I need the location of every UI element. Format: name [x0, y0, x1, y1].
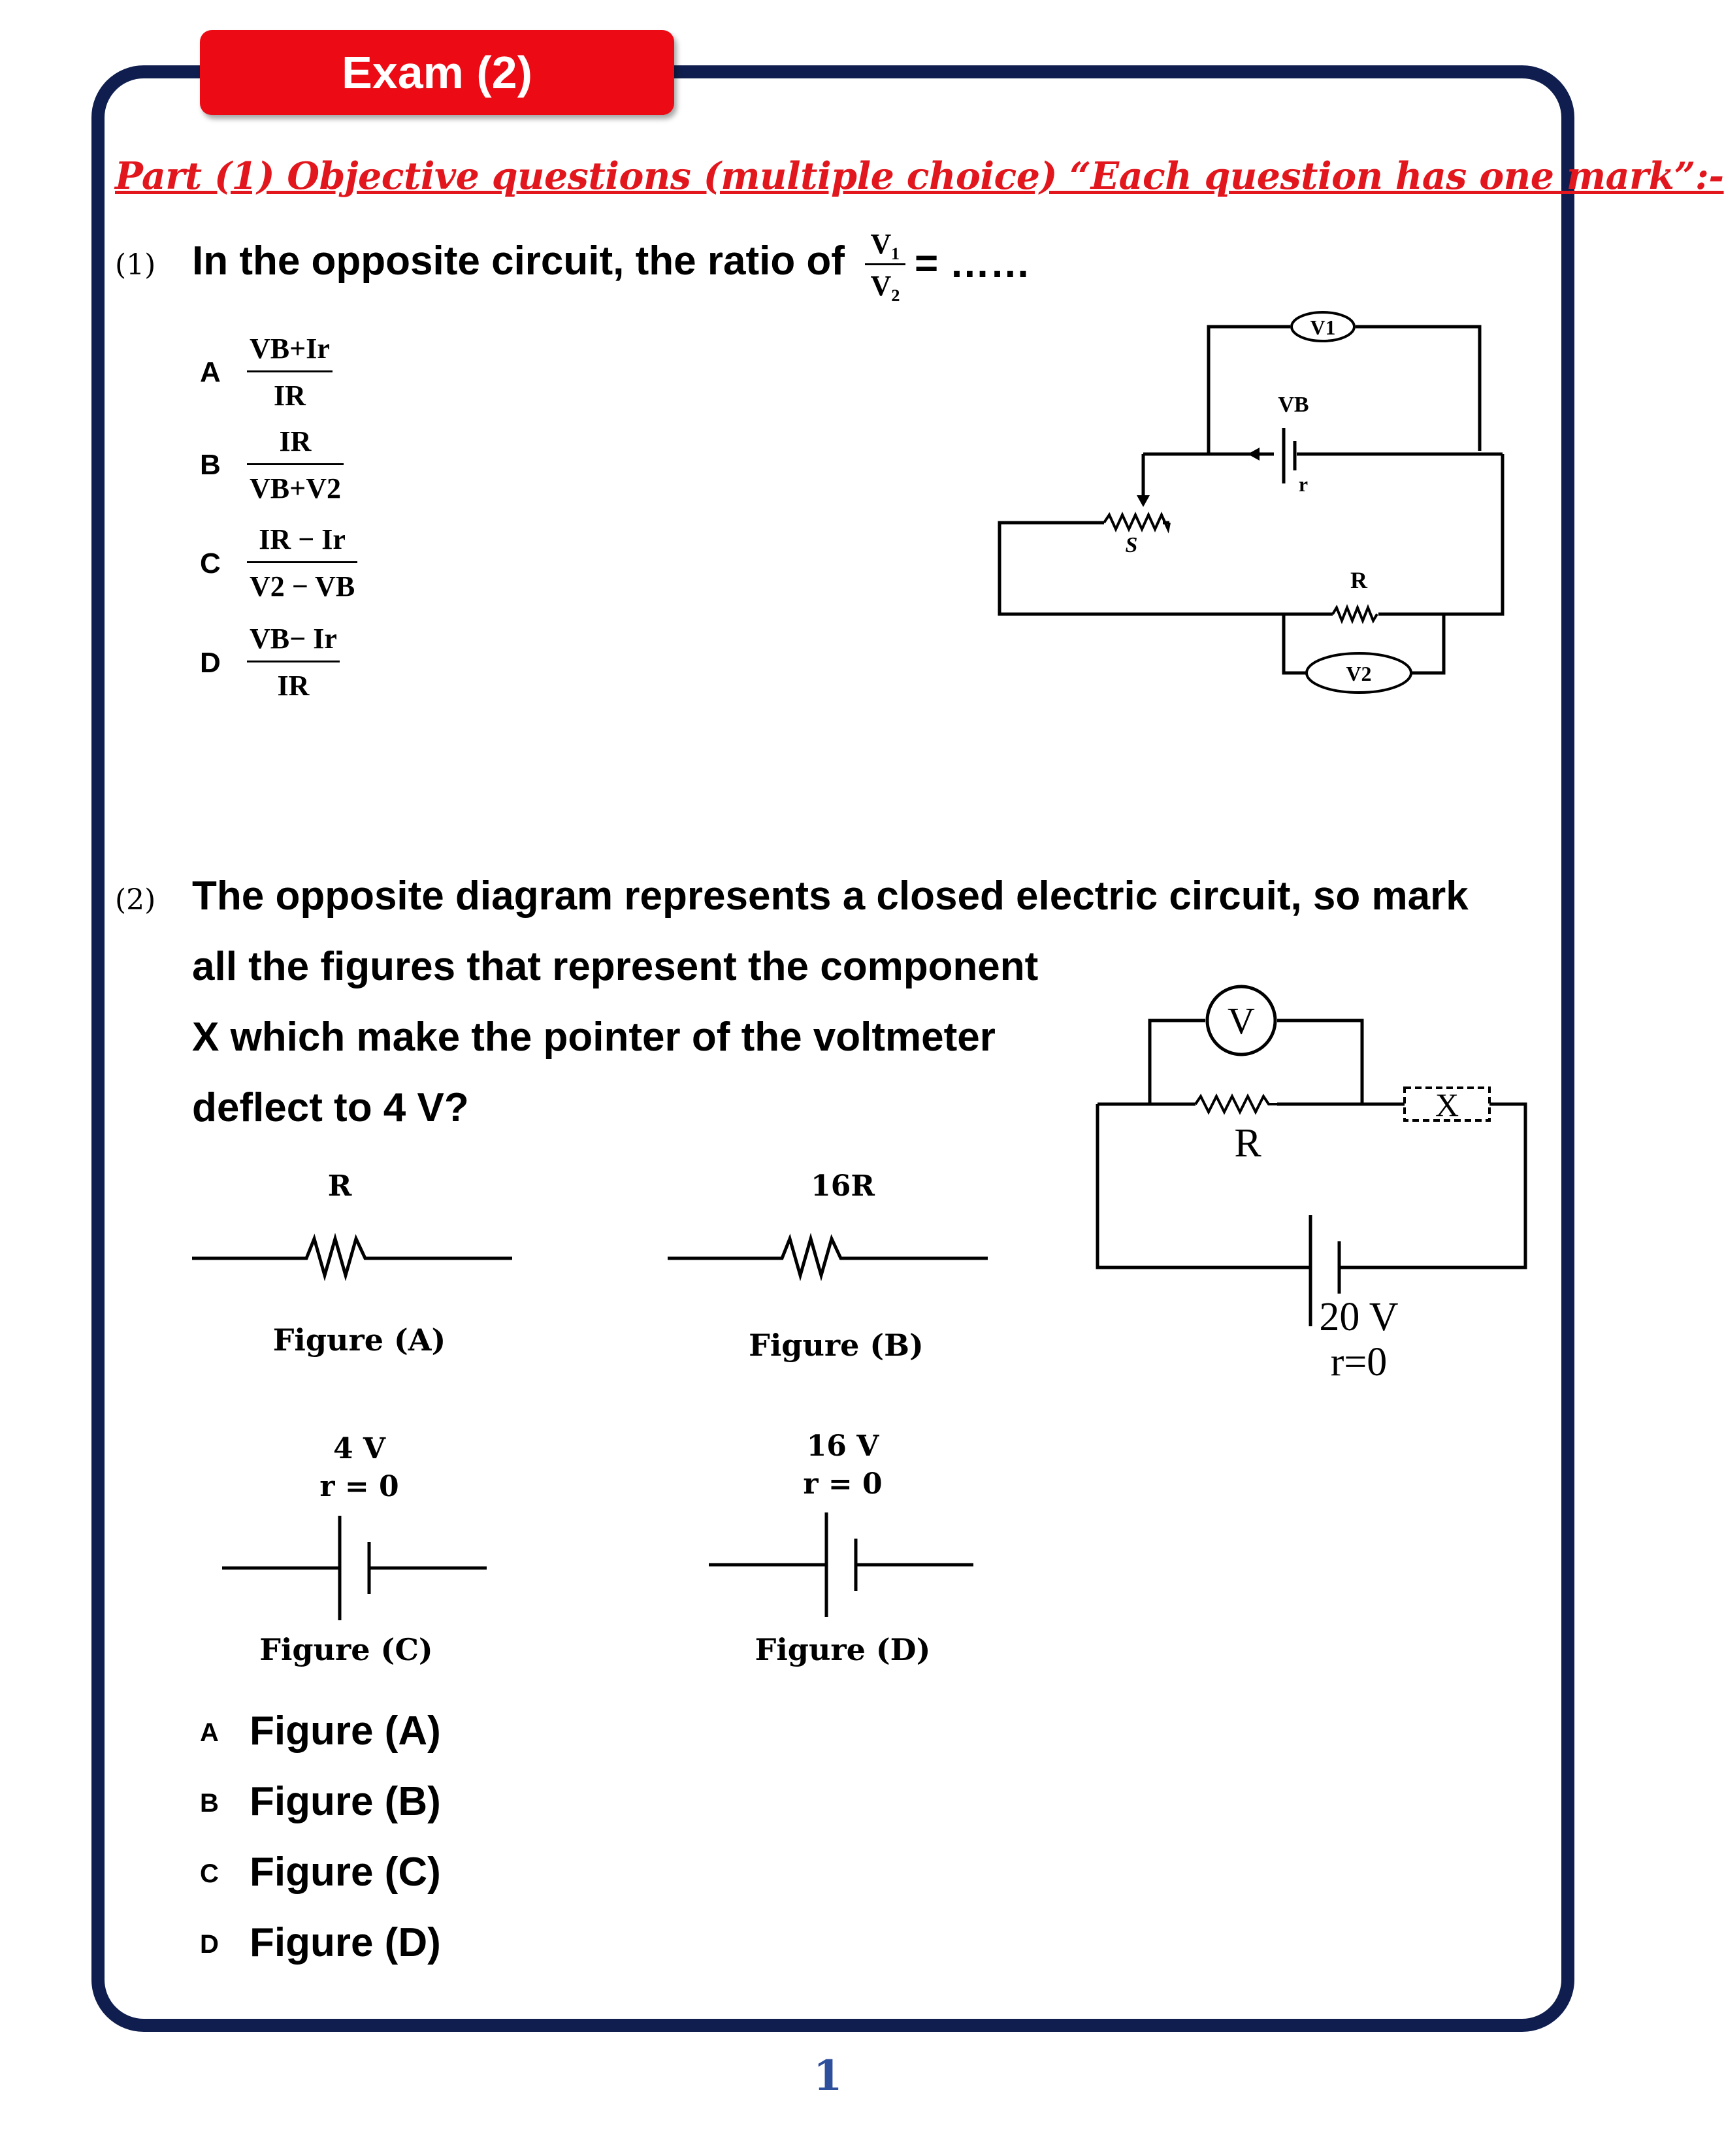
circuit-label-v1: V1 — [1310, 316, 1335, 339]
component-x-label: X — [1435, 1086, 1459, 1123]
fraction-bar — [247, 661, 340, 662]
circuit-label-r-small: r — [1299, 472, 1308, 496]
question-2-line-3: X which make the pointer of the voltmete… — [192, 1015, 996, 1060]
fraction-denominator: V2 − VB — [250, 570, 355, 602]
figure-b-label: 16R — [811, 1169, 875, 1203]
resistor-r-label: R — [1234, 1121, 1261, 1166]
q2-answer-d-letter[interactable]: D — [200, 1930, 219, 1959]
q1-option-d-fraction[interactable]: VB− Ir IR — [247, 622, 340, 702]
q2-answer-b-letter[interactable]: B — [200, 1789, 219, 1818]
fraction-bar — [247, 463, 344, 465]
figure-b-resistor — [668, 1232, 988, 1282]
part-title: Part (1) Objective questions (multiple c… — [115, 154, 1724, 198]
q2-answer-a-text[interactable]: Figure (A) — [250, 1708, 441, 1754]
battery-arrow — [1248, 448, 1260, 461]
ratio-denominator: V₂ — [870, 270, 900, 302]
q1-option-b-fraction[interactable]: IR VB+V2 — [247, 425, 344, 505]
question-1-circuit-diagram: V1 VB r S R V2 — [998, 311, 1504, 694]
q2-answer-a-letter[interactable]: A — [200, 1718, 219, 1747]
figure-d-emf: 16 V — [806, 1429, 879, 1463]
q1-option-a-fraction[interactable]: VB+Ir IR — [247, 332, 333, 412]
q2-answer-c-text[interactable]: Figure (C) — [250, 1850, 441, 1895]
rheostat-slider-arrow — [1137, 495, 1150, 507]
figure-c-battery — [222, 1516, 487, 1620]
fraction-bar — [247, 370, 333, 372]
voltmeter-icon — [1205, 985, 1277, 1056]
q2-answer-b-text[interactable]: Figure (B) — [250, 1779, 441, 1824]
voltmeter-v1-icon — [1290, 311, 1356, 342]
fraction-numerator: VB+Ir — [250, 333, 330, 365]
figure-c-caption: Figure (C) — [259, 1632, 433, 1667]
ratio-numerator: V₁ — [870, 228, 900, 260]
circuit-label-v2: V2 — [1346, 662, 1371, 685]
question-2-number: (2) — [115, 883, 156, 917]
q1-option-a-letter[interactable]: A — [200, 356, 221, 388]
q1-option-c-letter[interactable]: C — [200, 547, 221, 580]
q1-option-b-letter[interactable]: B — [200, 449, 221, 481]
rheostat-zigzag — [1103, 512, 1171, 534]
fraction-denominator: VB+V2 — [250, 472, 341, 504]
voltmeter-v2-icon — [1305, 652, 1412, 694]
question-2-line-1: The opposite diagram represents a closed… — [192, 874, 1469, 919]
fraction-numerator: VB− Ir — [250, 623, 337, 655]
question-1-tail: = …… — [915, 241, 1031, 286]
figure-d-caption: Figure (D) — [755, 1632, 931, 1667]
component-x-box — [1403, 1086, 1491, 1122]
question-2-circuit-diagram: V X R 20 V r=0 — [1096, 985, 1527, 1384]
fraction-numerator: IR − Ir — [259, 523, 346, 555]
exam-title: Exam (2) — [342, 47, 532, 98]
exam-title-badge: Exam (2) — [200, 30, 674, 115]
figure-c-internal-resistance: r = 0 — [319, 1470, 399, 1503]
circuit-label-s: S — [1126, 533, 1138, 557]
question-1-text: In the opposite circuit, the ratio of — [192, 238, 845, 284]
question-2-line-2: all the figures that represent the compo… — [192, 944, 1039, 989]
figure-c-emf: 4 V — [333, 1432, 386, 1465]
circuit-label-vb: VB — [1278, 393, 1309, 417]
page-frame — [91, 65, 1574, 2032]
q2-answer-d-text[interactable]: Figure (D) — [250, 1920, 441, 1965]
q1-option-d-letter[interactable]: D — [200, 647, 221, 679]
fraction-denominator: IR — [273, 380, 306, 412]
q2-answer-c-letter[interactable]: C — [200, 1859, 219, 1888]
q1-option-c-fraction[interactable]: IR − Ir V2 − VB — [247, 523, 358, 603]
resistor-r-zigzag — [1194, 1093, 1277, 1115]
figure-a-caption: Figure (A) — [272, 1322, 446, 1358]
circuit-label-r: R — [1350, 567, 1368, 593]
question-1-ratio: V₁ V₂ — [865, 227, 905, 302]
figure-d-internal-resistance: r = 0 — [803, 1467, 883, 1501]
battery-emf-label: 20 V — [1319, 1295, 1398, 1339]
figure-b-caption: Figure (B) — [749, 1328, 924, 1363]
battery-internal-resistance-label: r=0 — [1331, 1340, 1388, 1384]
fraction-bar — [247, 561, 358, 563]
voltmeter-label: V — [1228, 1000, 1255, 1042]
question-2-line-4: deflect to 4 V? — [192, 1085, 469, 1130]
resistor-r-zigzag — [1331, 604, 1378, 625]
question-1-number: (1) — [115, 248, 156, 282]
figure-a-resistor — [192, 1232, 512, 1282]
figure-a-label: R — [327, 1169, 352, 1203]
ratio-bar — [865, 263, 905, 265]
figure-d-battery — [709, 1512, 973, 1617]
fraction-numerator: IR — [279, 425, 312, 457]
page-number: 1 — [813, 2051, 843, 2100]
fraction-denominator: IR — [277, 670, 310, 702]
